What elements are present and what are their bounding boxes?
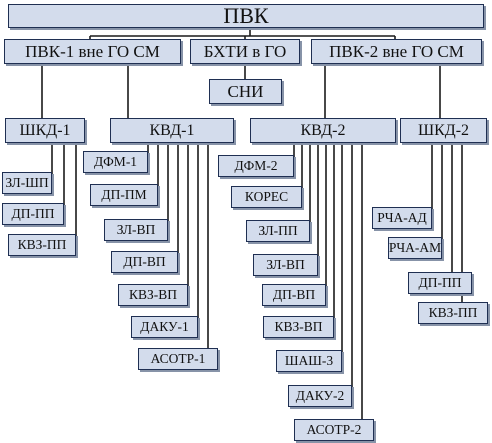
leaf-kvd2-4: ДП-ВП xyxy=(262,284,326,306)
leaf-kvd2-1: КОРЕС xyxy=(231,186,302,208)
node-pvk1: ПВК-1 вне ГО СМ xyxy=(4,39,181,64)
leaf-kvd1-0: ДФМ-1 xyxy=(83,151,148,173)
leaf-kvd2-0: ДФМ-2 xyxy=(218,155,294,177)
leaf-kvd2-5: КВЗ-ВП xyxy=(263,316,334,338)
leaf-shkd1-0: ЗЛ-ШП xyxy=(2,172,52,194)
leaf-shkd2-0: РЧА-АД xyxy=(372,207,432,229)
leaf-kvd1-5: ДАКУ-1 xyxy=(131,316,198,338)
node-bkhti: БХТИ в ГО xyxy=(190,39,300,64)
node-shkd2: ШКД-2 xyxy=(400,118,487,143)
leaf-kvd2-8: АСОТР-2 xyxy=(294,419,374,441)
leaf-shkd1-2: КВЗ-ПП xyxy=(8,234,76,256)
node-kvd1: КВД-1 xyxy=(110,118,234,143)
leaf-kvd2-6: ШАШ-3 xyxy=(276,350,342,372)
leaf-shkd2-2: ДП-ПП xyxy=(408,272,472,294)
node-sni: СНИ xyxy=(209,79,282,104)
leaf-kvd2-7: ДАКУ-2 xyxy=(288,385,352,407)
leaf-kvd1-4: КВЗ-ВП xyxy=(118,284,188,306)
leaf-kvd2-2: ЗЛ-ПП xyxy=(246,220,310,242)
leaf-shkd2-1: РЧА-АМ xyxy=(388,237,442,259)
node-pvk-root: ПВК xyxy=(8,4,484,28)
leaf-shkd1-1: ДП-ПП xyxy=(2,203,64,225)
leaf-kvd2-3: ЗЛ-ВП xyxy=(253,254,318,276)
leaf-kvd1-3: ДП-ВП xyxy=(111,251,178,273)
leaf-shkd2-3: КВЗ-ПП xyxy=(418,302,488,324)
node-shkd1: ШКД-1 xyxy=(5,118,85,143)
leaf-kvd1-1: ДП-ПМ xyxy=(90,184,158,206)
leaf-kvd1-6: АСОТР-1 xyxy=(138,348,218,370)
node-pvk2: ПВК-2 вне ГО СМ xyxy=(311,39,482,64)
node-kvd2: КВД-2 xyxy=(250,118,396,143)
leaf-kvd1-2: ЗЛ-ВП xyxy=(104,219,168,241)
